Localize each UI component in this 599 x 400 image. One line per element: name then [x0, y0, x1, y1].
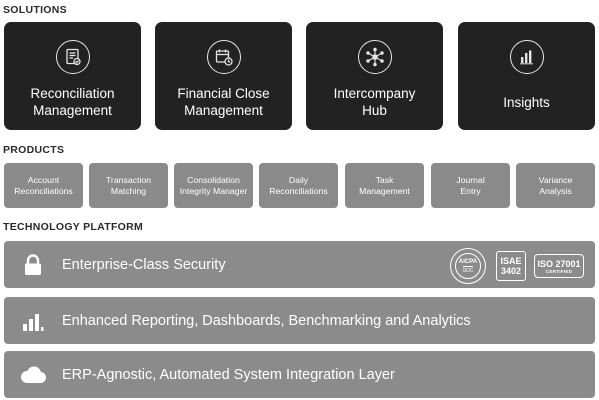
platform-band-label: Enhanced Reporting, Dashboards, Benchmar…: [62, 312, 471, 329]
soc-text: SOC: [462, 265, 474, 274]
product-journal-entry[interactable]: Journal Entry: [431, 163, 510, 208]
aicpa-text: AICPA: [458, 258, 478, 265]
iso-text: ISO 27001: [537, 258, 581, 269]
platform-band-label: ERP-Agnostic, Automated System Integrati…: [62, 366, 395, 383]
calendar-clock-icon: [206, 40, 241, 74]
platform-band-erp-integration[interactable]: ERP-Agnostic, Automated System Integrati…: [4, 351, 595, 398]
section-heading-solutions: SOLUTIONS: [3, 4, 67, 16]
isae-3402-badge: ISAE 3402: [496, 251, 526, 281]
document-check-icon: [55, 40, 90, 74]
lock-icon: [16, 253, 50, 276]
solutions-row: Reconciliation Management Financial Clos…: [4, 22, 595, 130]
solution-label: Intercompany Hub: [333, 86, 416, 118]
solution-card-insights[interactable]: Insights: [458, 22, 595, 130]
product-consolidation-integrity-manager[interactable]: Consolidation Integrity Manager: [174, 163, 253, 208]
solution-card-intercompany-hub[interactable]: Intercompany Hub: [306, 22, 443, 130]
isae-text: ISAE: [500, 256, 522, 266]
iso-27001-badge: ISO 27001 CERTIFIED: [534, 254, 584, 278]
products-row: Account Reconciliations Transaction Matc…: [4, 163, 595, 208]
solution-label: Insights: [503, 95, 550, 110]
bar-chart-icon: [509, 40, 544, 74]
section-heading-products: PRODUCTS: [3, 144, 65, 156]
platform-band-reporting[interactable]: Enhanced Reporting, Dashboards, Benchmar…: [4, 297, 595, 344]
solution-card-financial-close-management[interactable]: Financial Close Management: [155, 22, 292, 130]
product-daily-reconciliations[interactable]: Daily Reconciliations: [259, 163, 338, 208]
product-variance-analysis[interactable]: Variance Analysis: [516, 163, 595, 208]
platform-band-security[interactable]: Enterprise-Class Security AICPA SOC ISAE…: [4, 241, 595, 288]
section-heading-technology-platform: TECHNOLOGY PLATFORM: [3, 221, 144, 233]
bar-chart-icon: [16, 311, 50, 331]
platform-band-label: Enterprise-Class Security: [62, 256, 226, 273]
iso-certified-text: CERTIFIED: [545, 268, 573, 274]
network-hub-icon: [357, 40, 392, 74]
solution-label: Financial Close Management: [177, 86, 270, 118]
solution-card-reconciliation-management[interactable]: Reconciliation Management: [4, 22, 141, 130]
cloud-icon: [16, 366, 50, 384]
solution-label: Reconciliation Management: [30, 86, 115, 118]
isae-number: 3402: [500, 266, 522, 276]
product-transaction-matching[interactable]: Transaction Matching: [89, 163, 168, 208]
certification-badges: AICPA SOC ISAE 3402 ISO 27001 CERTIFIED: [450, 248, 584, 284]
product-task-management[interactable]: Task Management: [345, 163, 424, 208]
product-account-reconciliations[interactable]: Account Reconciliations: [4, 163, 83, 208]
aicpa-soc-badge: AICPA SOC: [450, 248, 486, 284]
